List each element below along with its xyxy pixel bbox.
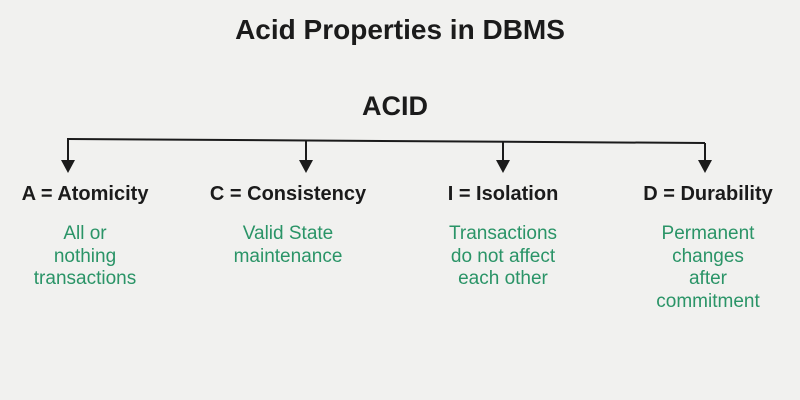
arrow-down-icon [299, 140, 313, 173]
node-atomicity-label: A = Atomicity [21, 183, 149, 205]
node-atomicity-description: All or nothing transactions [33, 223, 137, 289]
arrow-down-icon [698, 143, 712, 173]
node-atomicity: A = Atomicity All or nothing transaction… [0, 183, 180, 291]
arrow-down-icon [61, 138, 75, 173]
node-isolation-label: I = Isolation [447, 183, 559, 205]
node-consistency-description: Valid State maintenance [233, 223, 343, 267]
node-durability-label: D = Durability [643, 183, 773, 205]
arrow-down-icon [496, 141, 510, 173]
node-durability-description: Permanent changes after commitment [656, 223, 760, 312]
node-consistency: C = Consistency Valid State maintenance [193, 183, 383, 268]
node-isolation: I = Isolation Transactions do not affect… [408, 183, 598, 291]
acid-root-node: ACID [362, 91, 428, 121]
node-consistency-label: C = Consistency [209, 183, 367, 205]
branch-line [67, 138, 706, 144]
page-title: Acid Properties in DBMS [235, 14, 565, 45]
node-durability: D = Durability Permanent changes after c… [613, 183, 800, 313]
node-isolation-description: Transactions do not affect each other [448, 223, 558, 289]
